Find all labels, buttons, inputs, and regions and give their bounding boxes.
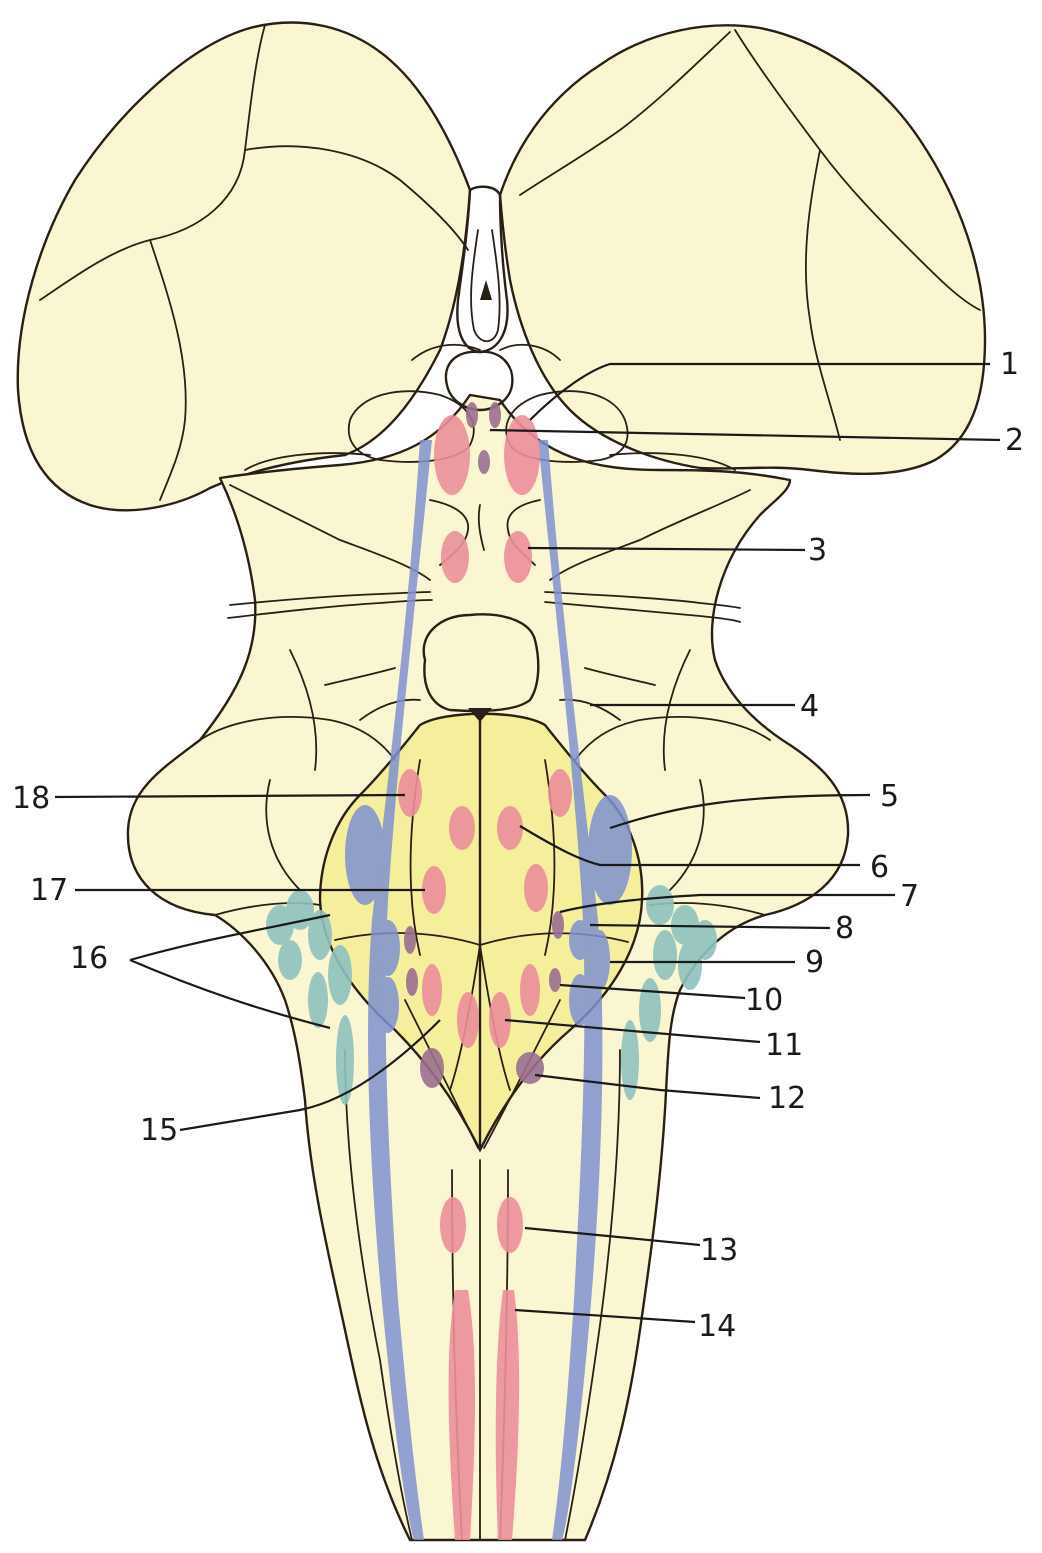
callout-15: 15	[140, 1113, 178, 1148]
callout-5: 5	[880, 779, 899, 814]
callout-7: 7	[900, 879, 919, 914]
callout-18: 18	[12, 781, 50, 816]
callout-9: 9	[805, 945, 824, 980]
callout-11: 11	[765, 1028, 803, 1063]
callout-16: 16	[70, 941, 108, 976]
callout-3: 3	[808, 533, 827, 568]
callout-8: 8	[835, 911, 854, 946]
callout-12: 12	[768, 1081, 806, 1116]
right-cerebral-hemisphere	[500, 25, 985, 473]
callout-14: 14	[698, 1309, 736, 1344]
callout-10: 10	[745, 983, 783, 1018]
callout-1: 1	[1000, 347, 1019, 382]
callout-2: 2	[1005, 423, 1024, 458]
callout-4: 4	[800, 689, 819, 724]
callout-13: 13	[700, 1233, 738, 1268]
left-cerebral-hemisphere	[18, 23, 470, 511]
callout-6: 6	[870, 850, 889, 885]
callout-17: 17	[30, 873, 68, 908]
